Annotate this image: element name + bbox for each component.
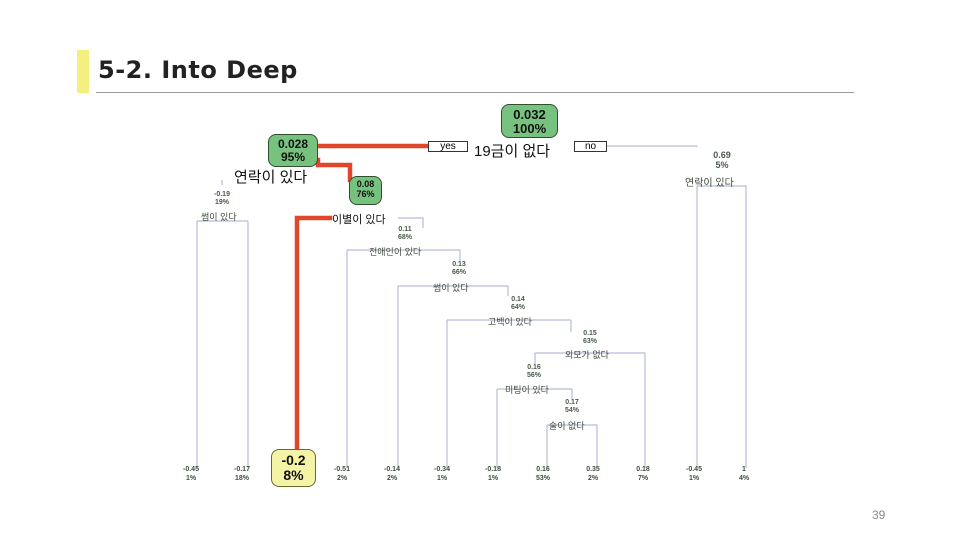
- node-1: 0.11 68%: [390, 226, 420, 242]
- node-2-value: 0.13: [452, 261, 466, 268]
- leaf-pct: 2%: [386, 474, 398, 482]
- node-6: 0.17 54%: [557, 399, 587, 415]
- leaf-pct: 2%: [336, 474, 348, 482]
- node-right-value: 0.08: [356, 179, 375, 189]
- leaf-value: -0.18: [485, 466, 501, 473]
- node-yes-value: 0.028: [277, 137, 309, 151]
- node-2-pct: 66%: [451, 269, 466, 277]
- leaf-pct: 2%: [587, 474, 599, 482]
- node-left-condition: 썸이 있다: [201, 212, 237, 222]
- leaf-value: 0.16: [536, 466, 550, 473]
- leaf-pct: 18%: [234, 474, 249, 482]
- leaf-value: -0.17: [234, 466, 250, 473]
- node-right-pct: 76%: [356, 188, 375, 199]
- node-5-pct: 56%: [526, 372, 541, 380]
- highlight-leaf-pct: 8%: [283, 467, 304, 484]
- leaf-pct: 53%: [535, 474, 550, 482]
- highlight-leaf: -0.2 8%: [271, 449, 316, 487]
- leaf-pct: 1%: [688, 474, 700, 482]
- title-divider: [96, 92, 854, 93]
- node-no-pct: 5%: [715, 160, 729, 171]
- node-right: 0.08 76%: [349, 176, 382, 205]
- leaf-value: -0.51: [334, 466, 350, 473]
- highlight-path-to-leaf: [294, 215, 333, 453]
- node-yes-condition: 연락이 있다: [234, 169, 308, 186]
- highlight-path-to-0.08: [315, 157, 353, 183]
- node-6-pct: 54%: [564, 407, 579, 415]
- leaf-value: -0.45: [686, 466, 702, 473]
- node-5-condition: 미팅이 있다: [505, 385, 549, 395]
- node-1-condition: 전애인이 있다: [369, 247, 422, 257]
- node-4-value: 0.15: [583, 330, 597, 337]
- node-no: 0.69 5%: [707, 150, 737, 171]
- leaf-pct: 7%: [637, 474, 649, 482]
- node-left-pct: 19%: [214, 199, 229, 207]
- node-left-value: -0.19: [214, 191, 230, 198]
- node-yes-pct: 95%: [280, 150, 306, 165]
- leaf-value: -0.34: [434, 466, 450, 473]
- node-no-value: 0.69: [713, 150, 731, 160]
- leaf-value: 1: [742, 466, 746, 473]
- node-3: 0.14 64%: [503, 296, 533, 312]
- node-2: 0.13 66%: [444, 261, 474, 277]
- node-6-condition: 술이 없다: [549, 421, 585, 431]
- highlight-leaf-value: -0.2: [281, 452, 306, 468]
- yes-label: yes: [428, 141, 468, 152]
- root-node: 0.032 100%: [501, 104, 558, 138]
- branch-n-no-right: [697, 185, 747, 468]
- root-condition: 19금이 없다: [474, 143, 551, 160]
- root-node-value: 0.032: [513, 107, 546, 122]
- node-no-condition: 연락이 있다: [685, 178, 734, 189]
- page-number: 39: [872, 508, 886, 522]
- node-5: 0.16 56%: [519, 364, 549, 380]
- node-yes: 0.028 95%: [268, 134, 318, 167]
- node-2-condition: 썸이 있다: [433, 283, 469, 293]
- node-4-pct: 63%: [582, 338, 597, 346]
- node-1-value: 0.11: [398, 226, 412, 233]
- leaf-pct: 4%: [738, 474, 750, 482]
- leaf-pct: 1%: [487, 474, 499, 482]
- node-3-condition: 고백이 있다: [488, 317, 532, 327]
- slide-title: 5-2. Into Deep: [98, 56, 298, 84]
- title-accent-bar: [77, 50, 89, 93]
- leaf-pct: 1%: [185, 474, 197, 482]
- leaf-value: 0.18: [636, 466, 650, 473]
- node-4: 0.15 63%: [575, 330, 605, 346]
- node-3-value: 0.14: [511, 296, 525, 303]
- leaf-value: -0.45: [183, 466, 199, 473]
- node-3-pct: 64%: [510, 304, 525, 312]
- leaf-pct: 1%: [436, 474, 448, 482]
- no-label: no: [574, 141, 607, 152]
- leaf-value: 0.35: [586, 466, 600, 473]
- node-left: -0.19 19%: [207, 191, 237, 207]
- leaf-value: -0.14: [384, 466, 400, 473]
- node-5-value: 0.16: [527, 364, 541, 371]
- node-right-condition: 이별이 있다: [332, 214, 386, 226]
- root-node-pct: 100%: [512, 121, 547, 137]
- node-6-value: 0.17: [565, 399, 579, 406]
- node-1-pct: 68%: [397, 234, 412, 242]
- node-4-condition: 외모가 없다: [565, 350, 609, 360]
